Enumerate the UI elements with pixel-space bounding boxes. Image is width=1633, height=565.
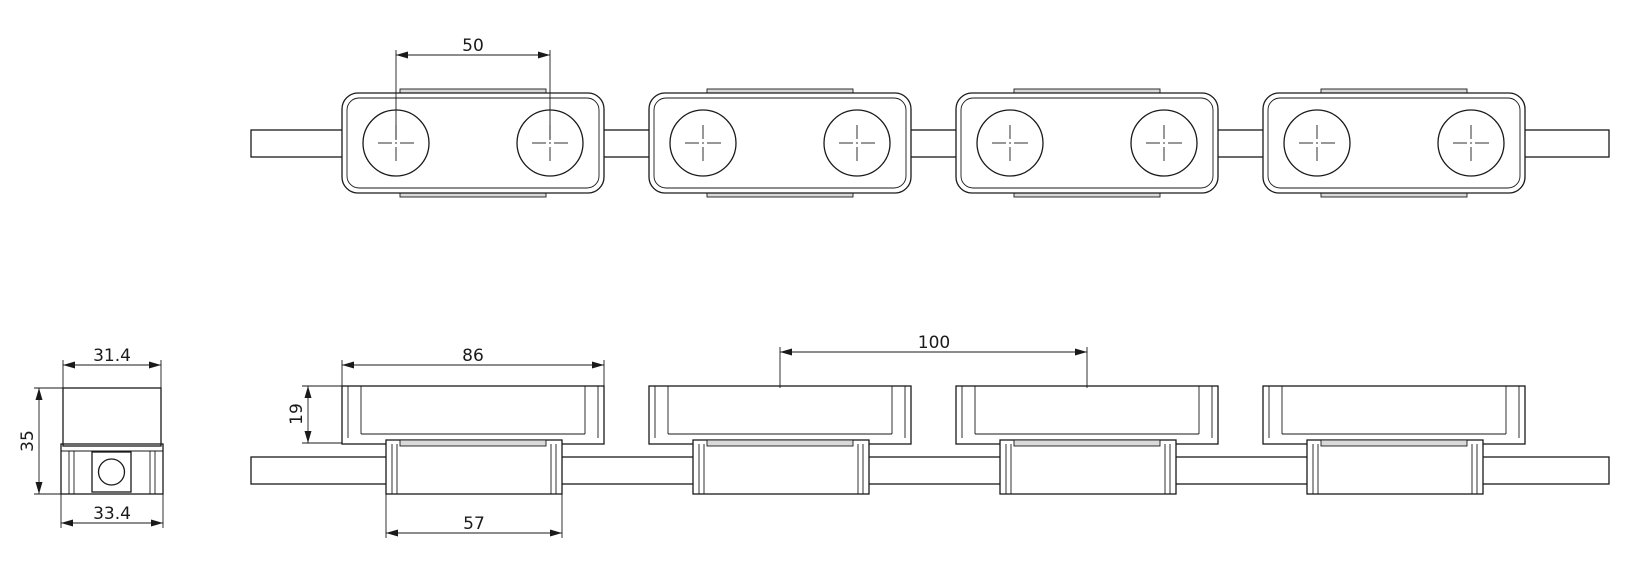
end-view-wire-circle [97, 458, 126, 486]
dimension-module-length: 86 [341, 346, 605, 388]
top-module-hole [1283, 109, 1351, 177]
front-module-base [999, 439, 1177, 495]
front-module-base [1306, 439, 1484, 495]
dimension-hole-pitch: 50 [395, 36, 551, 140]
front-module-base [692, 439, 870, 495]
top-module-inner [1267, 97, 1521, 189]
end-view-wire-square [91, 451, 132, 493]
end-view: 31.4 35 33.4 [18, 346, 164, 528]
top-module [341, 88, 605, 198]
top-module-body [648, 92, 912, 194]
dimension-side-bottom-width: 33.4 [60, 494, 164, 528]
top-module-body [1262, 92, 1526, 194]
top-module-hole [1130, 109, 1198, 177]
top-module-body [955, 92, 1219, 194]
front-module-bar [1013, 439, 1161, 447]
front-module [955, 385, 1219, 495]
dimension-height: 19 [287, 385, 342, 444]
dimension-module-pitch-label: 100 [918, 333, 950, 353]
top-module-hole [976, 109, 1044, 177]
dimension-side-height: 35 [18, 387, 63, 495]
top-view-modules [341, 88, 1526, 198]
dimension-module-pitch: 100 [779, 333, 1088, 388]
dimension-module-length-label: 86 [462, 346, 484, 366]
top-module [955, 88, 1219, 198]
front-module [341, 385, 605, 495]
top-module [648, 88, 912, 198]
dimension-side-top-width: 31.4 [62, 346, 162, 388]
end-view-upper-body [62, 387, 162, 447]
dimension-base-width: 57 [385, 494, 563, 538]
dimension-base-width-label: 57 [463, 514, 485, 534]
top-module-inner [653, 97, 907, 189]
front-view-modules [341, 385, 1526, 495]
top-module [1262, 88, 1526, 198]
front-module-upper [648, 385, 912, 445]
top-module-inner [960, 97, 1214, 189]
dimension-height-label: 19 [287, 403, 307, 425]
front-module [1262, 385, 1526, 495]
front-view-wire [250, 456, 1610, 485]
dimension-hole-pitch-label: 50 [462, 36, 484, 56]
top-module-inner [346, 97, 600, 189]
front-module-bar [399, 439, 547, 447]
top-module-hole [1437, 109, 1505, 177]
dimension-side-height-label: 35 [18, 430, 38, 452]
top-view-wire [250, 129, 1610, 158]
top-module-body [341, 92, 605, 194]
front-view: 86 100 19 57 [250, 333, 1610, 538]
end-view-base [60, 443, 164, 495]
dimension-side-bottom-width-label: 33.4 [93, 504, 131, 524]
top-view: 50 [250, 36, 1610, 198]
front-module-upper [341, 385, 605, 445]
front-module-upper [1262, 385, 1526, 445]
top-module-hole [669, 109, 737, 177]
dimension-side-top-width-label: 31.4 [93, 346, 131, 366]
front-module-bar [706, 439, 854, 447]
front-module-upper [955, 385, 1219, 445]
top-module-hole [823, 109, 891, 177]
front-module [648, 385, 912, 495]
front-module-bar [1320, 439, 1468, 447]
front-module-base [385, 439, 563, 495]
